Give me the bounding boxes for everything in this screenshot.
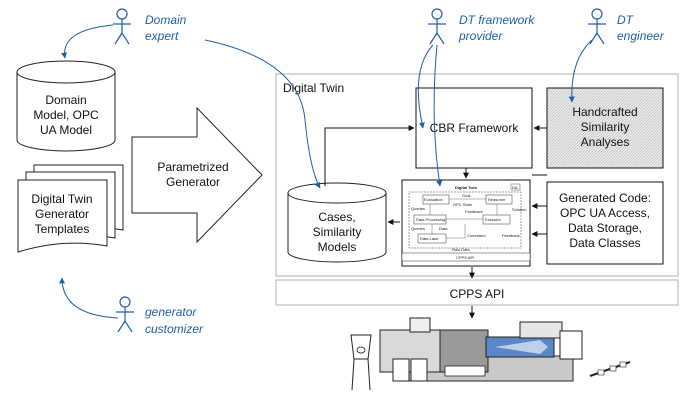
generator-line1: Parametrized bbox=[157, 160, 228, 174]
document-stack-icon bbox=[17, 164, 124, 253]
cylinder-icon bbox=[16, 60, 116, 152]
generated-code-line4: Data Classes bbox=[569, 236, 640, 250]
role-domain-expert-line1: Domain bbox=[145, 13, 187, 27]
cases-line2: Similarity bbox=[313, 225, 362, 239]
generated-code-box bbox=[546, 181, 664, 265]
handcrafted-box bbox=[546, 87, 664, 169]
role-dt-engineer-line2: engineer bbox=[617, 29, 665, 43]
inner-label-0: Evaluation bbox=[424, 197, 443, 202]
person-icon bbox=[588, 8, 606, 45]
handcrafted-line3: Analyses bbox=[581, 135, 630, 149]
templates-line1: Digital Twin bbox=[31, 192, 92, 206]
connector-lines bbox=[324, 125, 547, 319]
domain-model-line3: UA Model bbox=[40, 123, 92, 137]
domain-model-line1: Domain bbox=[45, 93, 86, 107]
templates-line2: Generator bbox=[35, 207, 89, 221]
person-icon bbox=[428, 8, 446, 45]
role-generator-customizer-line2: customizer bbox=[145, 322, 204, 336]
generator-line2: Generator bbox=[166, 175, 220, 189]
cases-line1: Cases, bbox=[318, 210, 355, 224]
role-dt-framework-provider-line2: provider bbox=[458, 29, 503, 43]
generated-code-line1: Generated Code: bbox=[559, 191, 651, 205]
cylinder-icon bbox=[287, 182, 387, 263]
cbr-framework-label: CBR Framework bbox=[430, 121, 520, 135]
inner-label-10: Executor bbox=[485, 217, 501, 222]
role-generator-customizer-line1: generator bbox=[145, 305, 197, 319]
inner-tag: DA bbox=[512, 185, 518, 190]
arrow-icon bbox=[131, 106, 263, 244]
domain-model-line2: Model, OPC bbox=[33, 108, 99, 122]
generated-code-line2: OPC UA Access, bbox=[560, 206, 650, 220]
templates-line3: Templates bbox=[35, 222, 90, 236]
inner-label-9: Data bbox=[439, 226, 448, 231]
inner-label-3: OPC State bbox=[453, 202, 473, 207]
inner-label-4: Queries bbox=[411, 206, 425, 211]
cbr-framework-box bbox=[415, 87, 533, 169]
inner-label-13: Feedback bbox=[502, 233, 520, 238]
machine-illustration bbox=[350, 317, 631, 391]
inner-label-15: CPPS API bbox=[456, 255, 474, 260]
person-icon bbox=[113, 8, 131, 45]
inner-label-1: Goal bbox=[462, 193, 471, 198]
cases-line3: Models bbox=[318, 240, 357, 254]
cpps-api-label: CPPS API bbox=[450, 287, 505, 301]
inner-label-14: Raw Data bbox=[452, 247, 470, 252]
inner-digital-twin-diagram: Digital Twin DA Evaluation Goal Reasoner… bbox=[401, 179, 531, 267]
inner-label-6: Solution bbox=[512, 207, 526, 212]
inner-label-12: Command bbox=[467, 233, 485, 238]
handcrafted-line2: Similarity bbox=[581, 120, 630, 134]
handcrafted-line1: Handcrafted bbox=[572, 105, 637, 119]
role-dt-framework-provider-line1: DT framework bbox=[459, 13, 535, 27]
digital-twin-label: Digital Twin bbox=[283, 81, 344, 95]
inner-label-11: Data Lake bbox=[420, 236, 439, 241]
inner-label-7: Data Processing bbox=[416, 217, 445, 222]
inner-label-5: Feedback bbox=[465, 209, 483, 214]
person-icon bbox=[116, 296, 134, 333]
inner-label-8: Queries bbox=[411, 226, 425, 231]
inner-label-2: Reasoner bbox=[488, 197, 506, 202]
role-arrows bbox=[59, 24, 593, 319]
generated-code-line3: Data Storage, bbox=[568, 221, 642, 235]
cpps-api-box bbox=[275, 279, 679, 306]
role-dt-engineer-line1: DT bbox=[617, 13, 635, 27]
inner-title: Digital Twin bbox=[455, 185, 478, 190]
role-domain-expert-line2: expert bbox=[145, 29, 179, 43]
